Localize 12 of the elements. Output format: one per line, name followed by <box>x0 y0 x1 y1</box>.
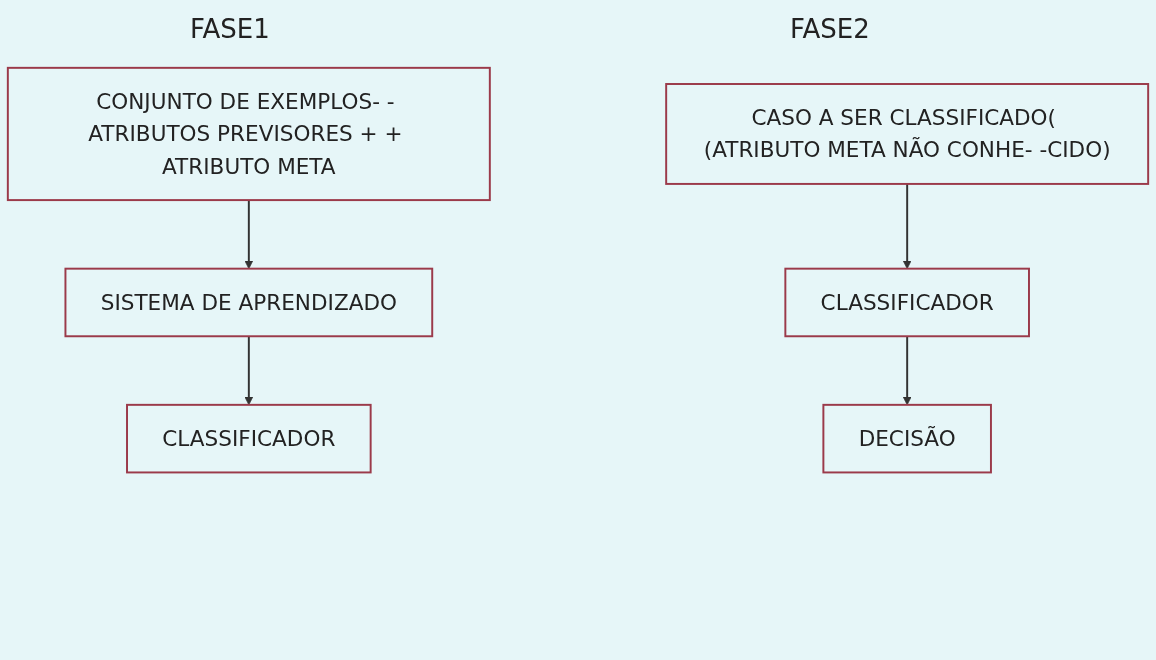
phase-heading: FASE1 <box>190 14 270 44</box>
node-box: CASO A SER CLASSIFICADO( (ATRIBUTO META NÃO CONHE- -CIDO) <box>665 83 1150 185</box>
phase-heading: FASE2 <box>790 14 870 44</box>
node-box: CLASSIFICADOR <box>784 267 1030 338</box>
node-box: CONJUNTO DE EXEMPLOS- - ATRIBUTOS PREVISORES + + ATRIBUTO META <box>6 66 491 202</box>
arrow <box>902 335 912 406</box>
node-box: CLASSIFICADOR <box>126 403 372 474</box>
node-box: DECISÃO <box>822 403 992 474</box>
arrow <box>244 335 254 406</box>
node-box: SISTEMA DE APRENDIZADO <box>64 267 434 338</box>
arrow <box>902 182 912 270</box>
arrow <box>244 199 254 270</box>
